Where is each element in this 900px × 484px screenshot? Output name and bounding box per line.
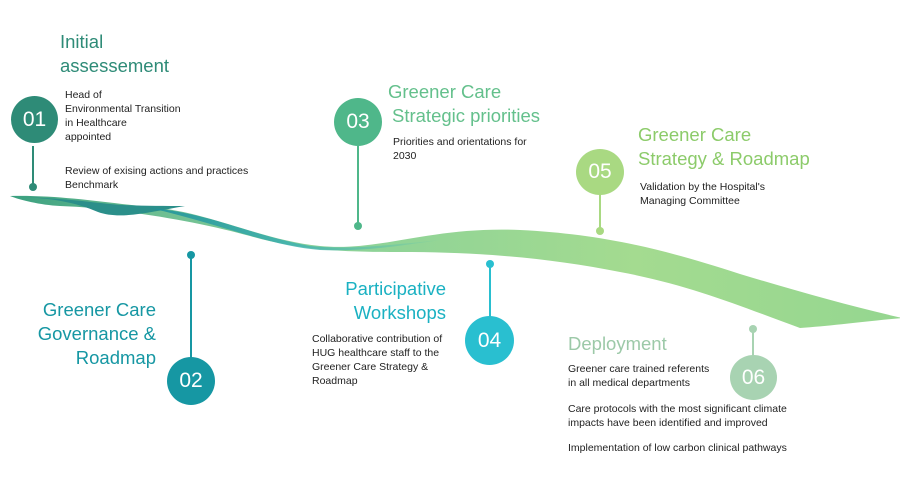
step-05-number-badge: 05 <box>576 149 624 195</box>
step-03-number-badge: 03 <box>334 98 382 146</box>
step-06-number: 06 <box>741 365 766 389</box>
step-06-title-line-1: Deployment <box>568 333 667 354</box>
step-06-description-3: Implementation of low carbon clinical pa… <box>568 442 787 454</box>
step-04-number-badge: 04 <box>465 316 514 365</box>
step-02-number: 02 <box>179 369 203 392</box>
step-01-number: 01 <box>22 107 47 131</box>
step-03-description: Priorities and orientations for 2030 <box>393 136 527 162</box>
connector-dot-06 <box>749 325 757 333</box>
connector-line-06 <box>752 331 754 359</box>
connector-dot-02 <box>187 251 195 259</box>
connector-line-02 <box>190 258 192 358</box>
step-06-number-badge: 06 <box>730 355 777 400</box>
step-05-title-line-2: Strategy & Roadmap <box>638 148 810 169</box>
step-04-title: Participative Workshops <box>326 277 446 325</box>
step-06-description-2: Care protocols with the most significant… <box>568 403 787 429</box>
connector-dot-04 <box>486 260 494 268</box>
step-03-number: 03 <box>346 110 370 133</box>
step-01-title: Initial assessement <box>60 30 169 78</box>
step-02-title-line-2: Governance & <box>37 323 156 344</box>
ribbon-inner-band <box>150 208 440 251</box>
step-04-description: Collaborative contribution of HUG health… <box>312 333 443 387</box>
step-04-title-line-2: Workshops <box>353 302 446 323</box>
connector-dot-03 <box>354 222 362 230</box>
connector-dot-05 <box>596 227 604 235</box>
connector-line-03 <box>357 146 359 226</box>
connector-line-04 <box>489 266 491 318</box>
step-02-title: Greener Care Governance & Roadmap <box>20 298 156 370</box>
step-05-number: 05 <box>588 160 612 183</box>
step-05-description: Validation by the Hospital's Managing Co… <box>640 181 765 207</box>
connector-dot-01 <box>29 183 37 191</box>
step-02-number-badge: 02 <box>167 357 215 405</box>
step-01-title-line-1: Initial <box>60 31 104 52</box>
step-06-title: Deployment <box>568 332 667 356</box>
step-01-number-badge: 01 <box>11 96 58 143</box>
step-05-title: Greener Care Strategy & Roadmap <box>638 123 810 171</box>
step-05-title-line-1: Greener Care <box>638 124 752 145</box>
step-01-title-line-2: assessement <box>60 55 169 76</box>
ribbon-twist-left <box>20 197 185 216</box>
step-04-title-line-1: Participative <box>345 278 446 299</box>
step-03-title-line-1: Greener Care <box>388 81 502 102</box>
step-03-title: Greener Care Strategic priorities <box>388 80 540 128</box>
step-06-description-1: Greener care trained referents in all me… <box>568 363 710 389</box>
connector-line-05 <box>599 194 601 230</box>
step-03-title-line-2: Strategic priorities <box>392 105 541 126</box>
connector-line-01 <box>32 146 34 186</box>
step-02-title-line-3: Roadmap <box>75 347 156 368</box>
step-02-title-line-1: Greener Care <box>42 299 156 320</box>
step-01-description-1: Head of Environmental Transition in Heal… <box>65 89 181 143</box>
step-01-description-2: Review of exising actions and practices … <box>65 165 249 191</box>
step-04-number: 04 <box>477 328 502 352</box>
